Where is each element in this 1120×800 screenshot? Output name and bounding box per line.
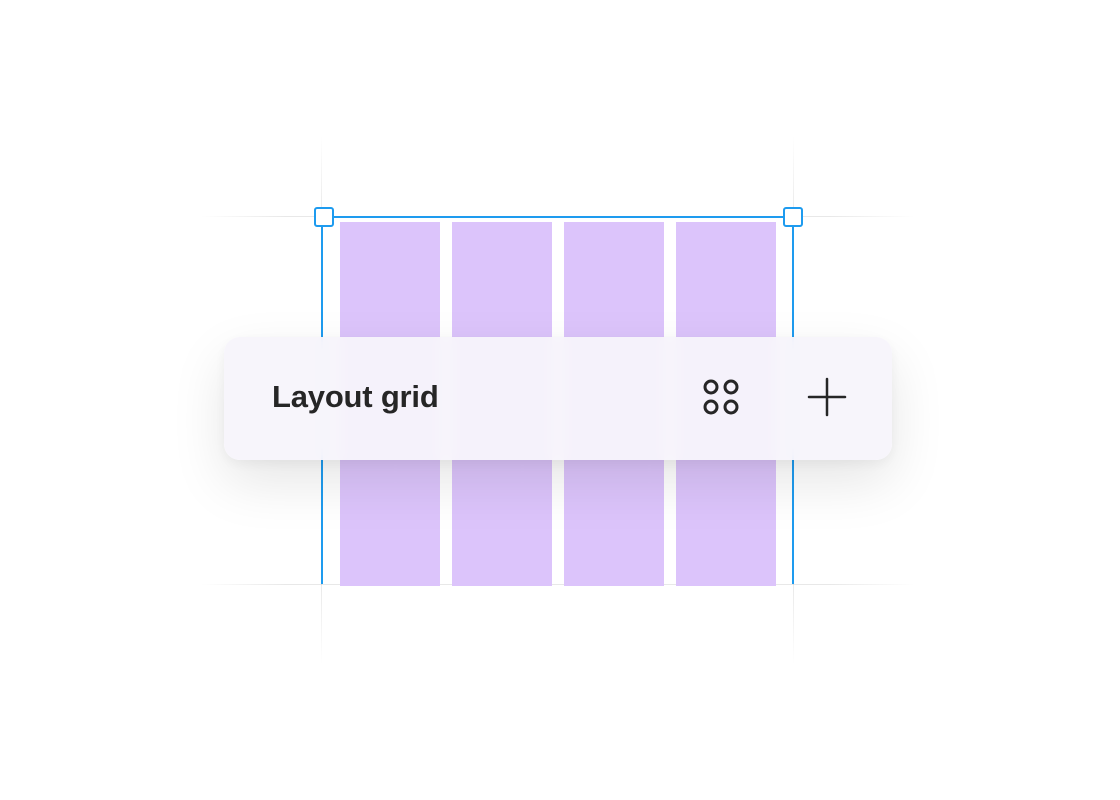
grid-styles-button[interactable] <box>697 373 745 421</box>
resize-handle-top-right[interactable] <box>783 207 803 227</box>
panel-title: Layout grid <box>272 379 439 414</box>
add-grid-button[interactable] <box>803 373 851 421</box>
four-dots-icon <box>703 379 739 415</box>
canvas-guide-bottom <box>200 584 915 585</box>
resize-handle-top-left[interactable] <box>314 207 334 227</box>
plus-icon <box>807 377 847 417</box>
layout-grid-panel: Layout grid <box>224 337 892 460</box>
